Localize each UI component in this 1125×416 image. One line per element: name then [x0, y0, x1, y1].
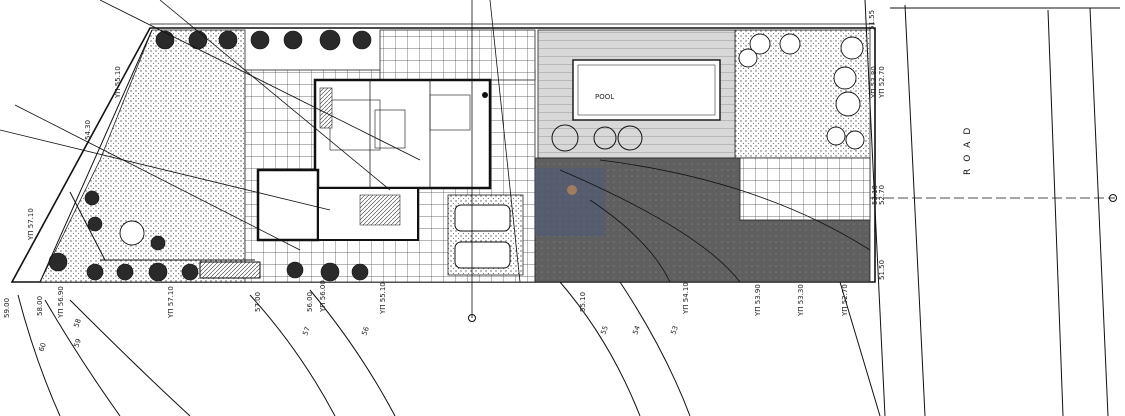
survey-point-bottom	[468, 314, 476, 322]
contour-label: 58	[72, 318, 83, 329]
construction-lines	[0, 0, 1115, 318]
level-label: 52.70	[878, 185, 886, 205]
level-label: 53.10	[871, 185, 879, 205]
level-label: 55.10	[579, 292, 587, 312]
level-label: YΠ 55.10	[379, 282, 387, 315]
contour-label: 53	[669, 325, 680, 336]
house-footprint	[256, 78, 492, 242]
level-label: YΠ 53.30	[797, 284, 805, 317]
survey-point-right	[1109, 194, 1117, 202]
level-label: YΠ 52.70	[841, 284, 849, 317]
level-label: 59.00	[3, 298, 11, 318]
contour-label: 59	[72, 338, 83, 349]
watermark-block	[535, 168, 605, 236]
pool	[572, 59, 721, 121]
level-label: YΠ 54.10	[682, 282, 690, 315]
level-label: YΠ 53.90	[754, 284, 762, 317]
contour-label: 56	[360, 325, 371, 337]
contour-label: 60	[37, 342, 48, 353]
perimeter-walls	[39, 29, 261, 283]
level-label: 51.50	[878, 260, 886, 280]
carport	[447, 194, 524, 276]
top-terrace	[379, 29, 536, 81]
level-labels: YΠ 57.10 YΠ 56.90 YΠ 56.00 YΠ 55.10 YΠ 5…	[3, 10, 886, 319]
level-label: 51.55	[868, 10, 876, 30]
road-label: ROAD	[963, 121, 973, 175]
level-label: YΠ 57.10	[167, 286, 175, 319]
level-label: YΠ 57.10	[27, 208, 35, 241]
pool-umbrellas	[551, 124, 643, 152]
pool-label: POOL	[595, 93, 614, 101]
level-label: 58.00	[36, 296, 44, 316]
contour-label: 55	[599, 325, 610, 336]
level-label: YΠ 55.10	[114, 66, 122, 99]
tree-row	[48, 29, 372, 282]
side-path	[739, 157, 871, 221]
level-label: YΠ 52.70	[878, 66, 886, 99]
level-label: YΠ 56.90	[57, 286, 65, 319]
contour-label: 54	[631, 324, 642, 336]
level-label: YΠ 53.80	[870, 66, 878, 99]
level-label: 56.00	[306, 292, 314, 312]
tree-outline-group	[119, 33, 865, 246]
level-label: 57.00	[254, 292, 262, 312]
contour-lines	[17, 281, 881, 416]
level-label: 54.30	[84, 120, 92, 140]
contour-label: 57	[301, 326, 312, 337]
level-label: YΠ 56.00	[319, 280, 327, 313]
contour-labels: 60 59 58 57 56 55 54 53	[37, 318, 680, 353]
road-lines	[864, 0, 1120, 416]
